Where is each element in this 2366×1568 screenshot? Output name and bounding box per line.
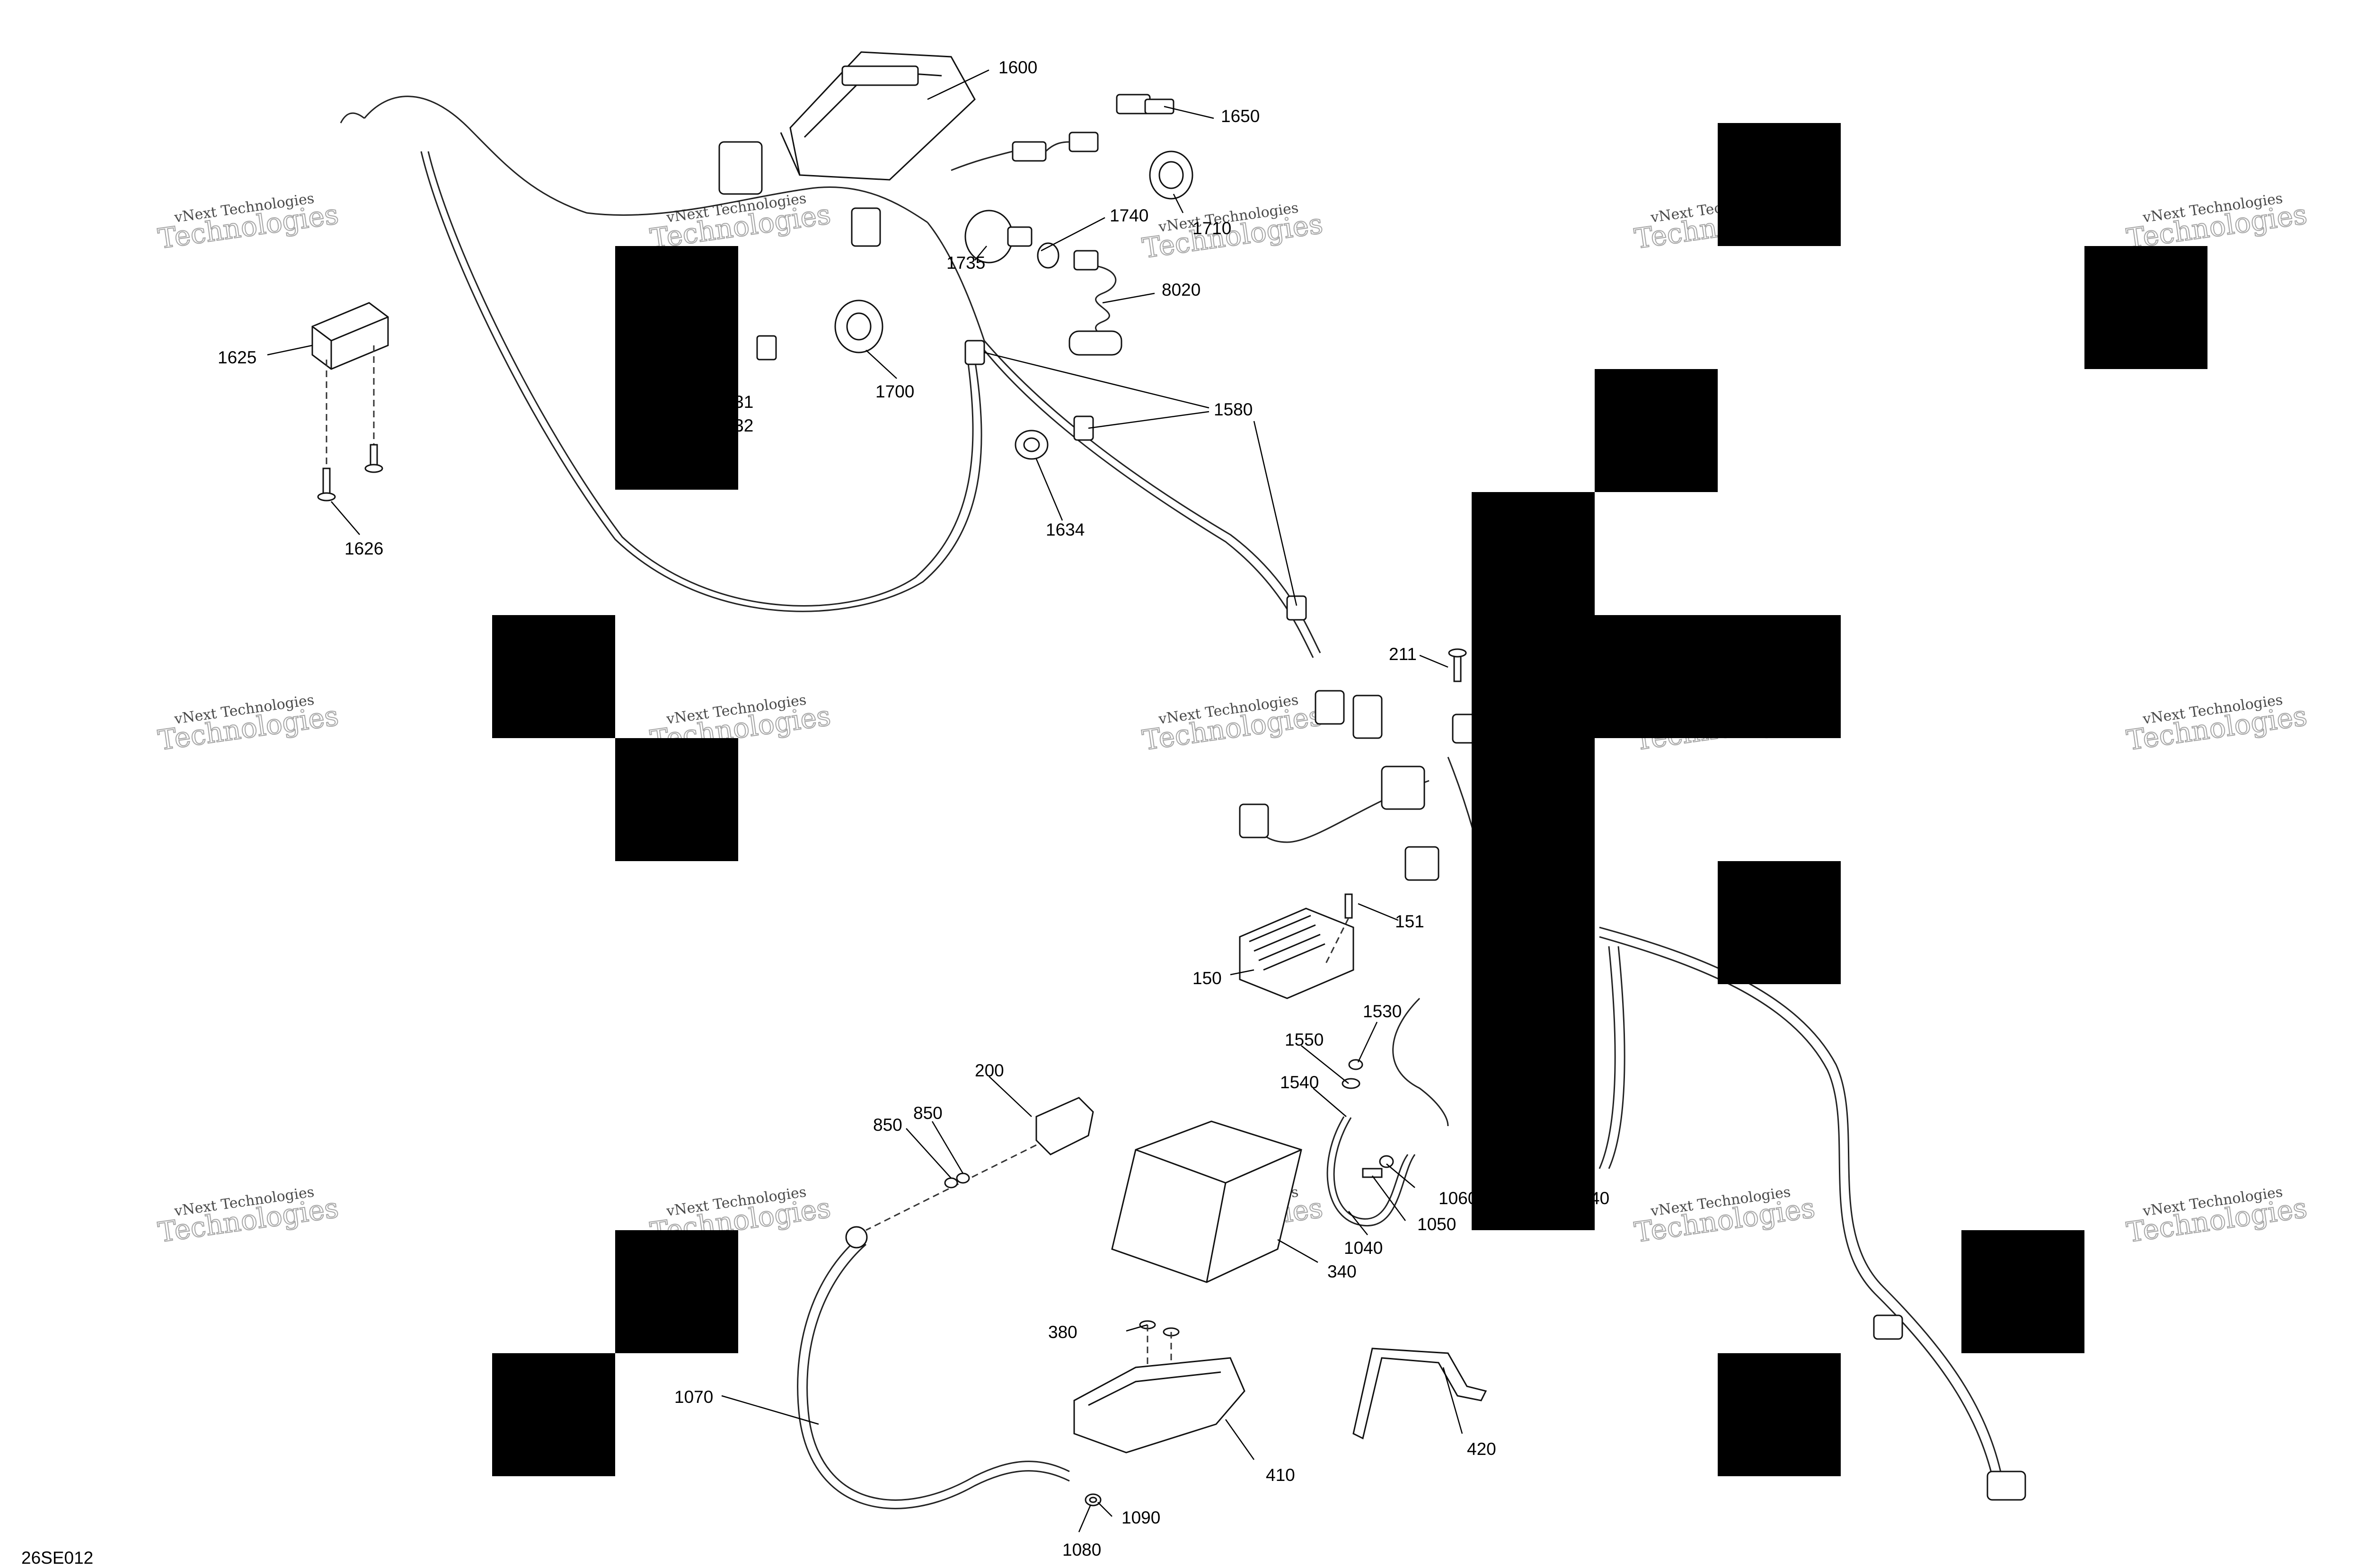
watermark: vNext Technologies Technologies: [1140, 692, 1325, 757]
instrument-cluster-part: [780, 51, 976, 181]
callout-1540: 1540: [1280, 1073, 1319, 1092]
strap-420-part: [1352, 1348, 1487, 1440]
battery-340-part: [1111, 1120, 1302, 1283]
callout-1700: 1700: [875, 382, 914, 401]
callout-200: 200: [975, 1061, 1004, 1080]
solenoid-200-part: [865, 1097, 1094, 1231]
callout-1530: 1530: [1363, 1002, 1402, 1021]
callout-1625: 1625: [218, 348, 256, 367]
callout-1080: 1080: [1062, 1540, 1101, 1559]
callout-1060: 1060: [1439, 1189, 1477, 1208]
connector-1650-part: [1116, 94, 1174, 115]
callout-420: 420: [1467, 1439, 1496, 1459]
screws-1626-part: [317, 345, 383, 502]
watermark: vNext Technologies Technologies: [156, 190, 341, 255]
callout-1740: 1740: [1110, 206, 1148, 225]
callout-1735: 1735: [946, 253, 985, 273]
clip-1580-part: [964, 340, 1307, 621]
watermark: vNext Technologies Technologies: [1140, 200, 1325, 265]
callout-1650: 1650: [1221, 106, 1260, 126]
connector-group-part: [1239, 690, 1482, 881]
watermark-grid: vNext Technologies Technologies vNext Te…: [156, 190, 2310, 1249]
callout-1050: 1050: [1417, 1215, 1456, 1234]
cable-1040: [1326, 997, 1449, 1226]
watermark: vNext Technologies Technologies: [2124, 1184, 2310, 1249]
watermark: vNext Technologies Technologies: [2124, 190, 2310, 255]
wiring-harness-front: [340, 96, 1321, 658]
key-switch-1735-part: [964, 210, 1033, 264]
callout-1710: 1710: [1192, 219, 1231, 238]
watermark: vNext Technologies Technologies: [1632, 1184, 1818, 1249]
callout-1634: 1634: [1046, 520, 1085, 539]
component-1700-part: [834, 300, 883, 353]
callout-1090: 1090: [1121, 1508, 1160, 1527]
diagram-code: 26SE012: [21, 1548, 94, 1568]
fastener-1530-part: [1342, 1059, 1363, 1089]
nut-850-part: [944, 1172, 970, 1189]
callout-1580: 1580: [1214, 400, 1253, 419]
callout-151: 151: [1395, 912, 1424, 931]
wiring-harness-rear: [1253, 757, 2003, 1480]
watermark: vNext Technologies Technologies: [648, 190, 833, 255]
connector-rear-part: [1873, 1314, 2026, 1501]
fastener-1060-part: [1362, 1155, 1394, 1178]
watermark: vNext Technologies Technologies: [2124, 692, 2310, 757]
callout-1626: 1626: [344, 539, 383, 558]
connector-1731-part: [718, 141, 881, 361]
connector-part: [951, 132, 1099, 171]
callout-380: 380: [1048, 1322, 1077, 1342]
callout-211: 211: [1389, 644, 1417, 664]
coiled-lanyard-8020-part: [1068, 250, 1122, 356]
redaction-blocks: [492, 123, 2207, 1476]
callout-1550: 1550: [1285, 1030, 1324, 1049]
callout-340: 340: [1327, 1262, 1357, 1281]
screw-151-part: [1324, 893, 1353, 966]
callout-850-b: 850: [913, 1103, 943, 1123]
callout-150: 150: [1192, 969, 1222, 988]
battery-cable-1070: [797, 1226, 1070, 1509]
battery-tray-410-part: [1073, 1357, 1245, 1453]
leader-lines: [267, 69, 1463, 1533]
fastener-1090-part: [1085, 1493, 1102, 1506]
watermark: vNext Technologies Technologies: [156, 692, 341, 757]
callout-1040: 1040: [1344, 1238, 1383, 1258]
callout-8020: 8020: [1162, 280, 1201, 300]
watermark: vNext Technologies Technologies: [156, 1184, 341, 1249]
callout-850-a: 850: [873, 1115, 902, 1135]
relay-1625-part: [311, 302, 389, 370]
voltage-regulator-150-part: [1239, 907, 1354, 999]
callout-1600: 1600: [998, 58, 1037, 77]
component-1634-part: [1015, 430, 1049, 460]
callout-410: 410: [1266, 1465, 1295, 1485]
callout-1070: 1070: [674, 1387, 713, 1407]
bolt-211-part: [1448, 648, 1467, 682]
switch-1710-part: [1149, 150, 1193, 200]
